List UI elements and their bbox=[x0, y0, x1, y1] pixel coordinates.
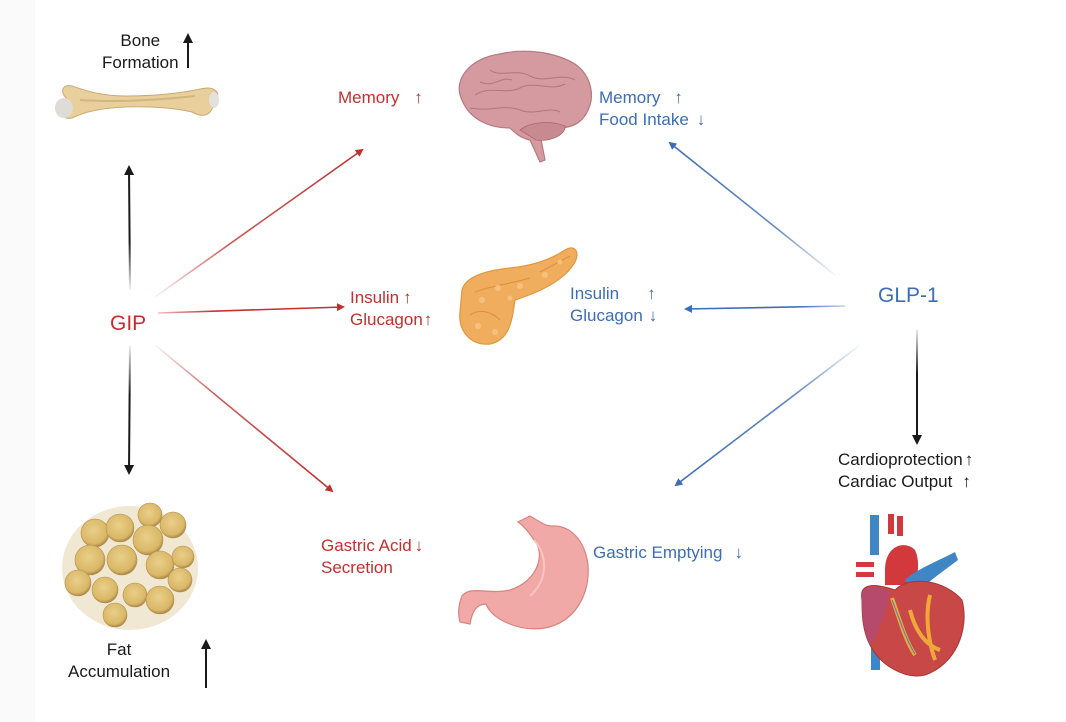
gip-to-bone-arrow bbox=[124, 165, 135, 291]
glp1-gastric-emptying-label: Gastric Emptying ↓ bbox=[593, 542, 743, 564]
glp1-pancreas-label: Insulin ↑ Glucagon ↓ bbox=[570, 283, 657, 327]
bone-formation-line1: Bone bbox=[120, 31, 161, 50]
gip-glucagon-text: Glucagon bbox=[350, 310, 423, 329]
arrow-up-icon: ↑ bbox=[423, 310, 433, 329]
gip-to-stomach-arrow bbox=[154, 344, 334, 493]
arrow-up-icon: ↑ bbox=[647, 284, 656, 303]
heart-icon bbox=[856, 514, 965, 677]
glp1-glucagon-text: Glucagon bbox=[570, 306, 643, 325]
pancreas-icon bbox=[459, 247, 578, 345]
bone-formation-label: Bone Formation bbox=[102, 30, 179, 74]
fat-accumulation-line2: Accumulation bbox=[68, 662, 171, 681]
gastric-secretion-text: Secretion bbox=[321, 558, 393, 577]
gip-hub-label: GIP bbox=[110, 312, 147, 335]
gip-memory-text: Memory bbox=[338, 88, 400, 107]
arrow-down-icon: ↓ bbox=[696, 110, 706, 129]
fat-accumulation-label: Fat Accumulation bbox=[68, 639, 170, 683]
gip-to-pancreas-arrow bbox=[157, 303, 345, 314]
arrow-up-icon: ↑ bbox=[403, 288, 412, 307]
arrow-up-icon: ↑ bbox=[964, 450, 974, 469]
arrow-up-icon: ↑ bbox=[674, 88, 683, 107]
bone-icon bbox=[55, 85, 219, 119]
arrow-up-icon: ↑ bbox=[962, 472, 971, 491]
stomach-icon bbox=[458, 515, 589, 630]
glp1-heart-label: Cardioprotection↑ Cardiac Output↑ bbox=[838, 449, 973, 493]
arrow-down-icon: ↓ bbox=[648, 306, 658, 325]
cardiac-output-text: Cardiac Output bbox=[838, 472, 953, 491]
adipose-tissue-icon bbox=[62, 502, 198, 630]
glp1-to-stomach-arrow bbox=[674, 344, 861, 487]
gip-pancreas-label: Insulin↑ Glucagon↑ bbox=[350, 287, 432, 331]
gastric-emptying-text: Gastric Emptying bbox=[593, 543, 723, 562]
bone-formation-line2: Formation bbox=[102, 53, 179, 72]
fat-accumulation-line1: Fat bbox=[106, 640, 132, 659]
glp1-insulin-text: Insulin bbox=[570, 284, 620, 303]
glp1-hub-label: GLP-1 bbox=[878, 284, 939, 307]
gip-to-fat-arrow bbox=[124, 344, 135, 475]
arrow-up-icon: ↑ bbox=[414, 88, 423, 107]
gastric-acid-text: Gastric Acid bbox=[321, 536, 412, 555]
glp1-food-intake-text: Food Intake bbox=[599, 110, 689, 129]
cardioprotection-text: Cardioprotection bbox=[838, 450, 963, 469]
gip-insulin-text: Insulin bbox=[350, 288, 400, 307]
gip-memory-label: Memory ↑ bbox=[338, 87, 423, 109]
gip-to-brain-arrow bbox=[154, 148, 364, 298]
glp1-memory-text: Memory bbox=[599, 88, 661, 107]
brain-icon bbox=[458, 50, 592, 163]
glp1-to-brain-arrow bbox=[668, 141, 836, 276]
left-margin-strip bbox=[0, 0, 35, 722]
glp1-brain-label: Memory ↑ Food Intake ↓ bbox=[599, 87, 705, 131]
arrow-down-icon: ↓ bbox=[734, 543, 743, 562]
gip-gastric-acid-label: Gastric Acid↓ Secretion bbox=[321, 535, 423, 579]
glp1-to-pancreas-arrow bbox=[684, 304, 846, 313]
arrow-down-icon: ↓ bbox=[414, 536, 424, 555]
